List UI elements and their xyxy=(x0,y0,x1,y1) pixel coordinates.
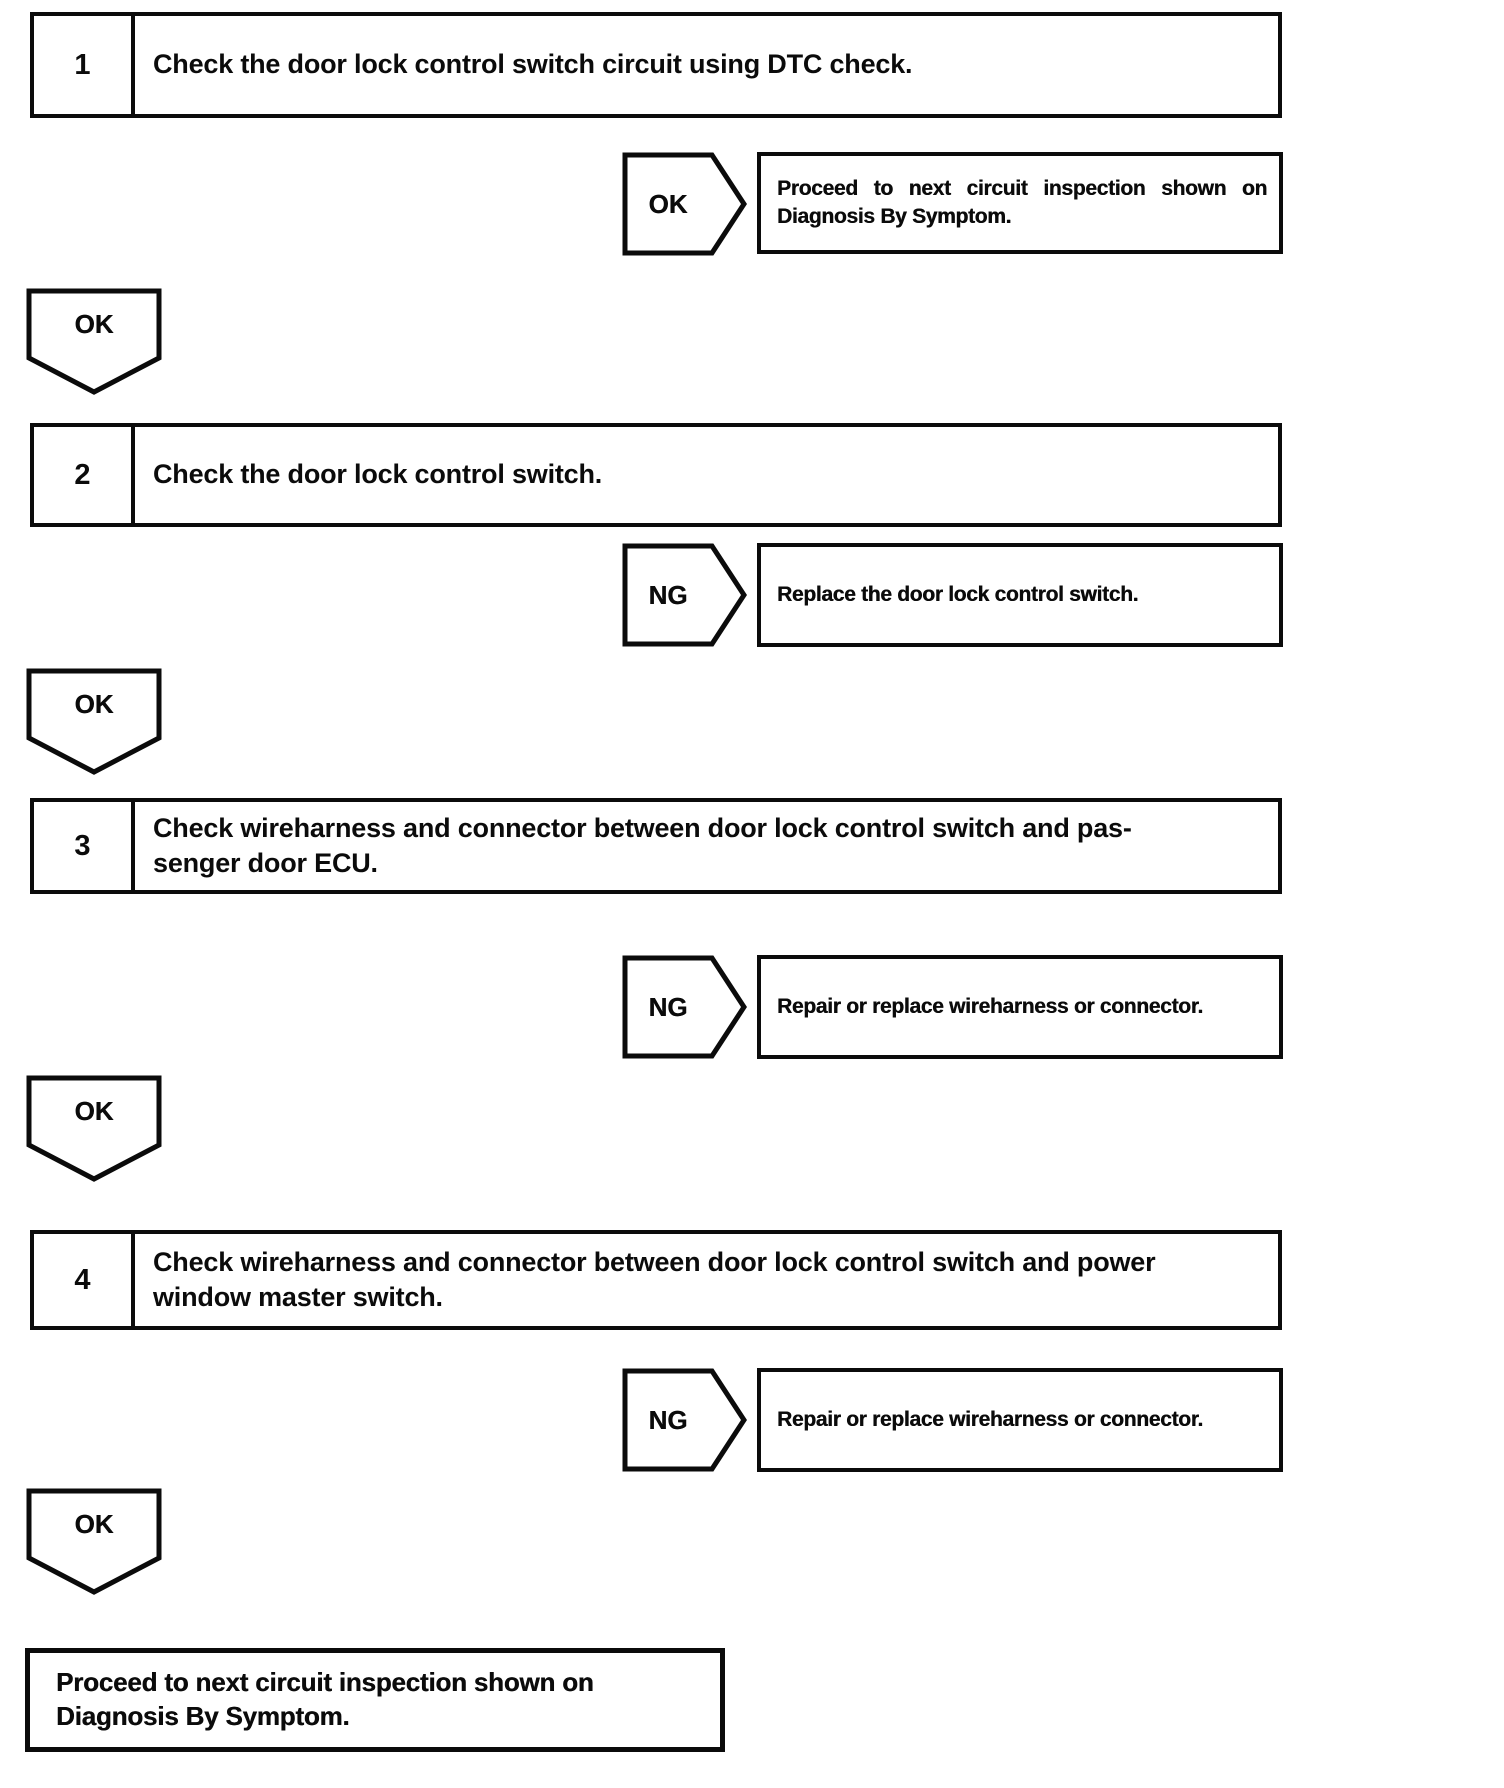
step-1-number: 1 xyxy=(34,16,135,114)
step-2-instruction-line: Check the door lock control switch. xyxy=(153,459,603,490)
step-2-instruction: Check the door lock control switch. xyxy=(135,427,1278,523)
step-3-instruction: Check wireharness and connector between … xyxy=(135,802,1278,890)
ok-connector-3: OK xyxy=(26,1075,162,1183)
step-1-instruction-line: Check the door lock control switch circu… xyxy=(153,49,913,80)
final-conclusion-line-1: Proceed to next circuit inspection shown… xyxy=(56,1667,594,1698)
ok-connector-4: OK xyxy=(26,1488,162,1596)
final-conclusion-box: Proceed to next circuit inspection shown… xyxy=(25,1648,725,1752)
right-arrow-pentagon-icon xyxy=(622,152,747,256)
ok-connector-4-label: OK xyxy=(74,1508,114,1539)
ok-connector-1-label: OK xyxy=(74,308,114,339)
ok-branch-tag-1-label: OK xyxy=(648,188,688,219)
right-arrow-pentagon-icon xyxy=(622,543,747,647)
ng-branch-tag-1: NG xyxy=(622,543,748,647)
ng-branch-tag-3-label: NG xyxy=(648,1404,688,1435)
step-3-instruction-line-1: Check wireharness and connector between … xyxy=(153,812,1132,843)
step-4-number: 4 xyxy=(34,1234,135,1326)
result-box-2: Replace the door lock control switch. xyxy=(757,543,1283,647)
result-box-3-line-1: Repair or replace wireharness or connect… xyxy=(777,994,1203,1018)
result-box-4-line-1: Repair or replace wireharness or connect… xyxy=(777,1407,1203,1431)
step-3-instruction-line-2: senger door ECU. xyxy=(153,848,378,878)
ok-connector-3-label: OK xyxy=(74,1095,114,1126)
step-1-box: 1 Check the door lock control switch cir… xyxy=(30,12,1282,118)
result-box-1-line-1: Proceed to next circuit inspection shown… xyxy=(777,176,1267,200)
down-arrow-shield-icon xyxy=(26,668,162,775)
right-arrow-pentagon-icon xyxy=(622,955,747,1059)
step-3-number: 3 xyxy=(34,802,135,890)
step-4-instruction: Check wireharness and connector between … xyxy=(135,1234,1278,1326)
ng-branch-tag-2: NG xyxy=(622,955,748,1059)
result-box-4: Repair or replace wireharness or connect… xyxy=(757,1368,1283,1472)
ok-connector-1: OK xyxy=(26,288,162,396)
down-arrow-shield-icon xyxy=(26,288,162,395)
ng-branch-tag-3: NG xyxy=(622,1368,748,1472)
step-3-box: 3 Check wireharness and connector betwee… xyxy=(30,798,1282,894)
result-box-3: Repair or replace wireharness or connect… xyxy=(757,955,1283,1059)
result-box-1: Proceed to next circuit inspection shown… xyxy=(757,152,1283,254)
step-2-number: 2 xyxy=(34,427,135,523)
ok-connector-2-label: OK xyxy=(74,688,114,719)
result-box-1-line-2: Diagnosis By Symptom. xyxy=(777,205,1012,228)
right-arrow-pentagon-icon xyxy=(622,1368,747,1472)
down-arrow-shield-icon xyxy=(26,1488,162,1595)
step-4-instruction-line-2: window master switch. xyxy=(153,1282,443,1312)
ok-connector-2: OK xyxy=(26,668,162,776)
down-arrow-shield-icon xyxy=(26,1075,162,1182)
step-4-box: 4 Check wireharness and connector betwee… xyxy=(30,1230,1282,1330)
result-box-2-line-1: Replace the door lock control switch. xyxy=(777,582,1139,606)
step-1-instruction: Check the door lock control switch circu… xyxy=(135,16,1278,114)
ok-branch-tag-1: OK xyxy=(622,152,748,256)
step-2-box: 2 Check the door lock control switch. xyxy=(30,423,1282,527)
ng-branch-tag-2-label: NG xyxy=(648,991,688,1022)
final-conclusion-line-2: Diagnosis By Symptom. xyxy=(56,1701,350,1731)
step-4-instruction-line-1: Check wireharness and connector between … xyxy=(153,1246,1156,1277)
ng-branch-tag-1-label: NG xyxy=(648,579,688,610)
